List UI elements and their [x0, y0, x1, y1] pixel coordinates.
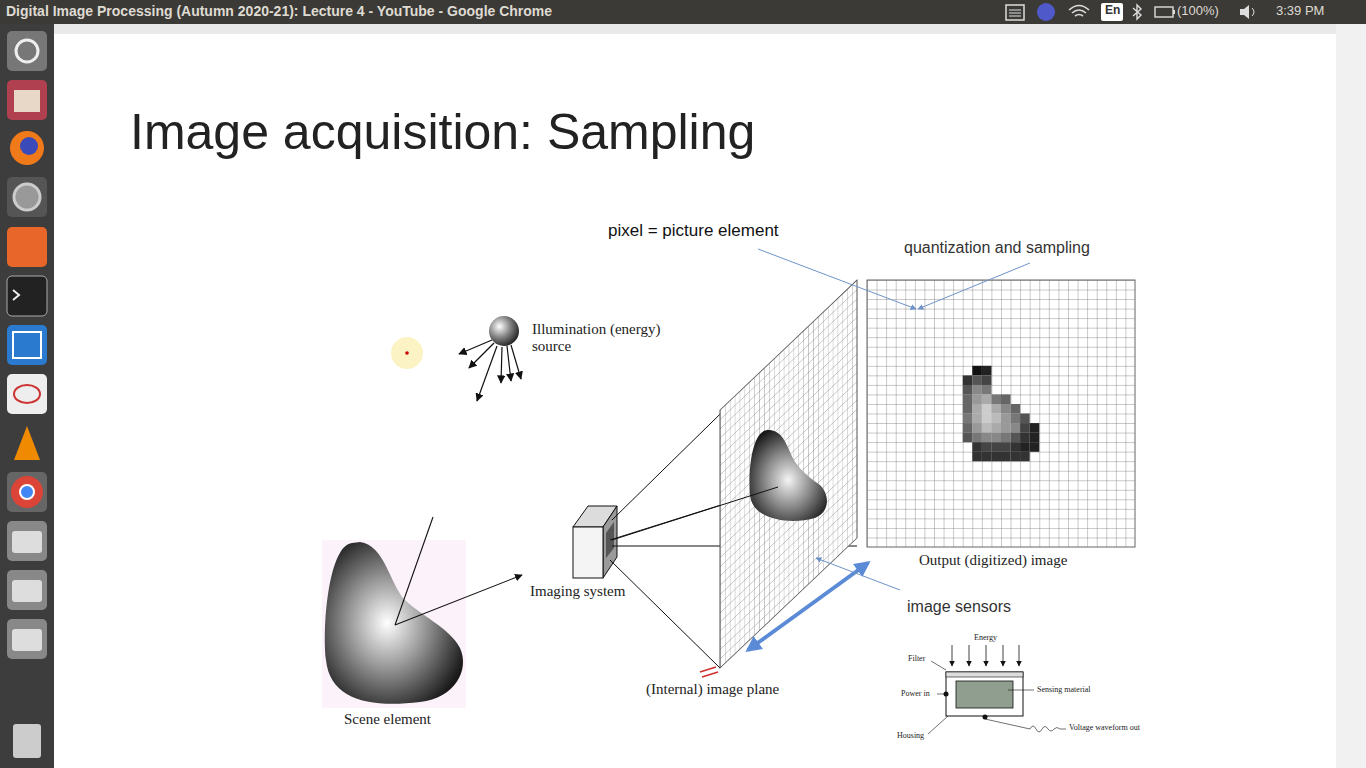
callout-text: image sensors — [906, 598, 1012, 616]
part-label: Output (digitized) image — [918, 552, 1068, 569]
callout-text: pixel = picture element — [607, 221, 780, 241]
sensor-label: Energy — [973, 633, 998, 642]
sensor-label: Voltage waveform out — [1068, 723, 1141, 732]
part-label: (Internal) image plane — [645, 681, 780, 698]
slide-title: Image acquisition: Sampling — [129, 104, 756, 162]
part-label: Illumination (energy) source — [531, 321, 683, 356]
imaging-system — [573, 506, 617, 578]
sensor-label: Power in — [900, 689, 931, 698]
sensor-label: Housing — [896, 731, 925, 740]
tray-icons — [1006, 3, 1254, 21]
launcher-icons — [7, 31, 47, 758]
clock: 3:39 PM — [1276, 4, 1324, 19]
window-title: Digital Image Processing (Autumn 2020-21… — [6, 3, 552, 19]
output-image — [867, 280, 1135, 547]
part-label: Scene element — [343, 711, 432, 728]
part-label: Imaging system — [529, 583, 626, 600]
illumination-source — [459, 316, 521, 401]
sensor-label: Sensing material — [1036, 685, 1092, 694]
battery-level: (100%) — [1177, 4, 1219, 19]
scene-element — [322, 517, 522, 708]
callout-text: quantization and sampling — [903, 239, 1091, 257]
keyboard-layout: En — [1104, 4, 1121, 18]
sensor-label: Filter — [907, 654, 926, 663]
